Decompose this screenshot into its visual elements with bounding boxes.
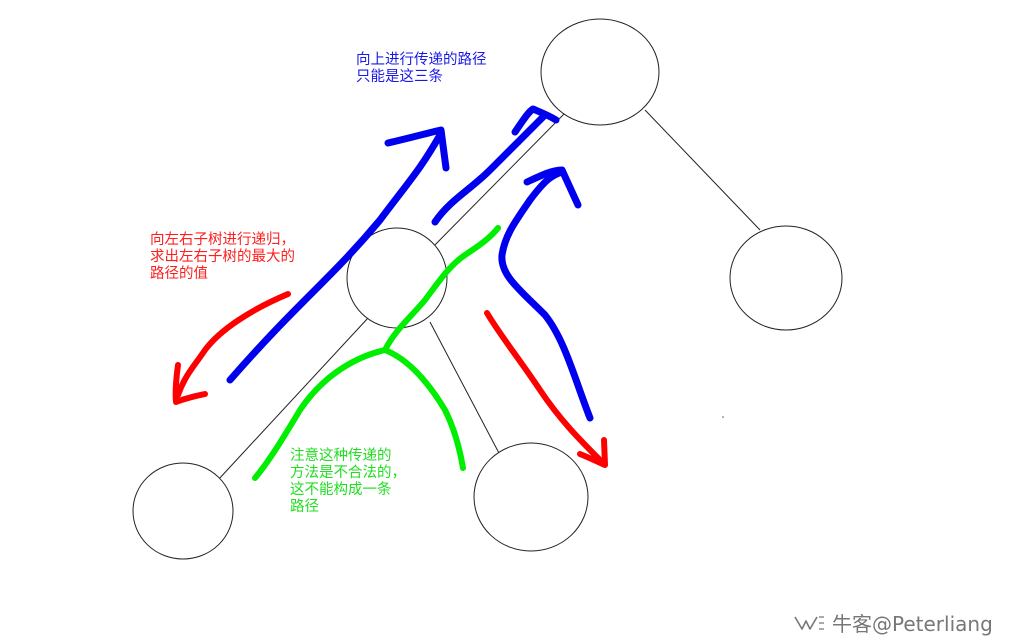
blue-arrow-3-head <box>523 166 582 209</box>
tree-node-right <box>729 225 843 331</box>
red-arrow-right-head <box>577 437 608 468</box>
note-line: 路径的值 <box>150 266 208 282</box>
watermark: 牛客@Peterliang <box>792 608 993 637</box>
note-line: 方法是不合法的， <box>290 465 406 481</box>
note-line: 这不能构成一条 <box>290 482 392 498</box>
note-line: 路径 <box>290 499 319 515</box>
blue-arrow-2-head <box>511 105 560 136</box>
note-red-recursion: 向左右子树进行递归， 求出左右子树的最大的 路径的值 <box>150 232 295 283</box>
edge-left-leftleft <box>217 317 369 481</box>
blue-arrow-1 <box>226 131 444 384</box>
edge-left-leftright <box>429 321 501 456</box>
note-green-invalid-path: 注意这种传递的 方法是不合法的， 这不能构成一条 路径 <box>290 448 406 516</box>
note-blue-upward-paths: 向上进行传递的路径 只能是这三条 <box>356 52 487 86</box>
note-line: 向左右子树进行递归， <box>150 232 295 248</box>
red-arrow-right <box>484 310 603 463</box>
tree-node-left-left <box>132 462 234 560</box>
tree-node-left-right <box>473 442 589 552</box>
note-line: 注意这种传递的 <box>290 448 392 464</box>
note-line: 求出左右子树的最大的 <box>150 249 295 265</box>
watermark-text: 牛客@Peterliang <box>832 612 993 636</box>
blue-arrow-1-head <box>384 126 450 172</box>
note-line: 向上进行传递的路径 <box>356 52 487 68</box>
note-line: 只能是这三条 <box>356 69 443 85</box>
stray-dot <box>722 416 724 418</box>
blue-arrow-2 <box>431 111 549 226</box>
tree-node-root <box>540 18 660 126</box>
wechat-channel-icon <box>794 615 824 630</box>
green-path-branch-right <box>382 347 466 471</box>
blue-arrow-3 <box>498 168 594 422</box>
red-arrow-left-head <box>172 362 208 405</box>
green-path-branch-left <box>252 347 388 481</box>
green-path-branch-up <box>382 225 501 353</box>
edge-root-left <box>426 112 566 254</box>
red-arrow-left <box>175 291 291 398</box>
edge-root-right <box>644 109 761 231</box>
